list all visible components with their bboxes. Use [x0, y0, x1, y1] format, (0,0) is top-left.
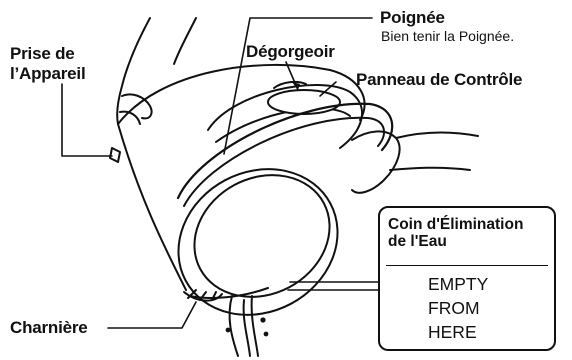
callout-line-empty: EMPTY [428, 272, 488, 296]
right-arm [396, 132, 478, 138]
control-panel-shape [268, 90, 340, 114]
inner-bowl [153, 142, 364, 343]
water-drain-callout: Coin d'Élimination de l'Eau EMPTY FROM H… [378, 206, 556, 351]
callout-divider [386, 265, 548, 266]
handle-label: Poignée [380, 8, 445, 28]
leader-hinge [108, 302, 196, 328]
callout-title-line2: de l'Eau [388, 233, 523, 250]
hinge-label: Charnière [10, 318, 88, 338]
appliance-plug-line2: l’Appareil [10, 64, 85, 84]
water-stream [230, 296, 238, 356]
callout-body: EMPTY FROM HERE [428, 272, 488, 344]
callout-title-line1: Coin d'Élimination [388, 216, 523, 233]
spout-label: Dégorgeoir [246, 42, 335, 62]
plug-shape [110, 148, 120, 162]
leader-plug [62, 84, 112, 156]
callout-line-from: FROM [428, 296, 488, 320]
callout-title: Coin d'Élimination de l'Eau [388, 216, 523, 250]
handle-arc-inner [184, 118, 384, 206]
control-panel-label: Panneau de Contrôle [356, 70, 522, 90]
callout-line-here: HERE [428, 320, 488, 344]
appliance-plug-label: Prise de l’Appareil [10, 44, 85, 84]
appliance-plug-line1: Prise de [10, 44, 85, 64]
handle-note: Bien tenir la Poignée. [381, 28, 514, 44]
pot-body-left [118, 124, 186, 290]
right-hand [352, 131, 400, 192]
